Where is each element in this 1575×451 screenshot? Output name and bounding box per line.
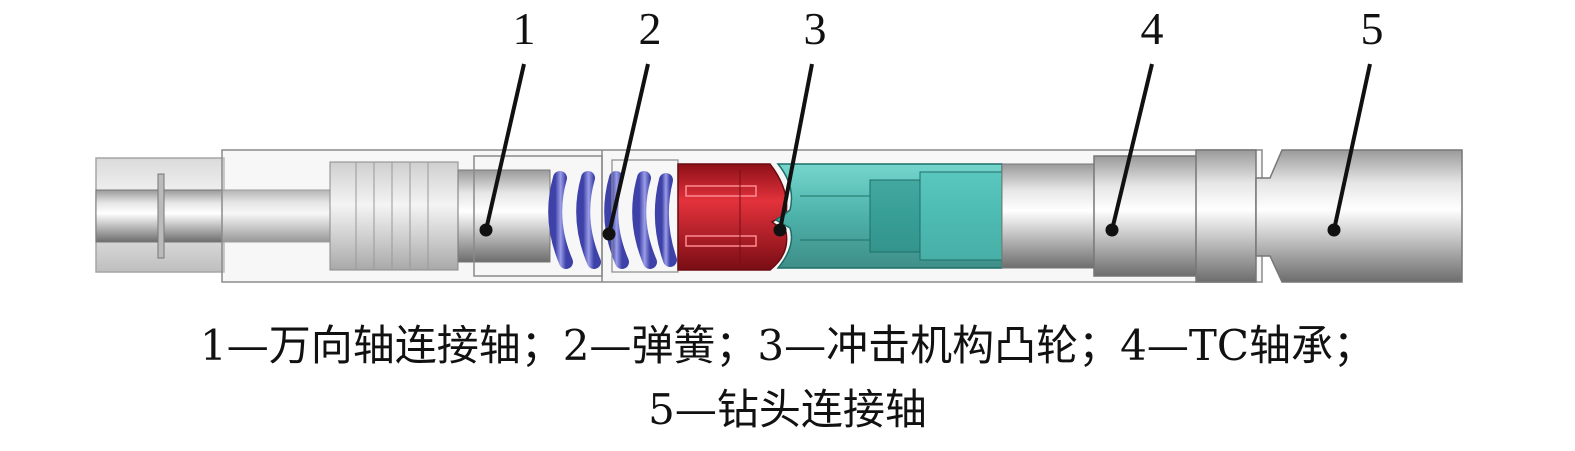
leader-line-1 [484,63,526,231]
leader-dot-3 [773,223,787,237]
leader-dot-2 [602,227,616,241]
callout-number-3: 3 [804,3,827,54]
caption-line-1: 1—万向轴连接轴；2—弹簧；3—冲击机构凸轮；4—TC轴承； [199,321,1376,370]
callout-number-5: 5 [1361,3,1384,54]
leader-dot-5 [1327,223,1341,237]
leader-line-4 [1110,63,1154,231]
leader-line-2 [607,63,650,235]
leader-line-3 [778,63,814,231]
leader-dot-4 [1105,223,1119,237]
leader-dot-1 [479,223,493,237]
callout-number-4: 4 [1141,3,1164,54]
cam-follower-housing [774,163,1003,269]
tc-bearing [1093,155,1199,277]
callout-number-1: 1 [513,3,536,54]
inner-shaft [1001,163,1097,269]
leader-lines [479,63,1372,241]
leader-line-5 [1332,63,1372,231]
grooved-section [329,155,603,277]
callout-number-2: 2 [639,3,662,54]
caption-line-2: 5—钻头连接轴 [648,385,927,434]
universal-shaft-connector [95,157,357,273]
bit-connection-shaft [1195,149,1463,283]
impact-cam [677,163,788,271]
